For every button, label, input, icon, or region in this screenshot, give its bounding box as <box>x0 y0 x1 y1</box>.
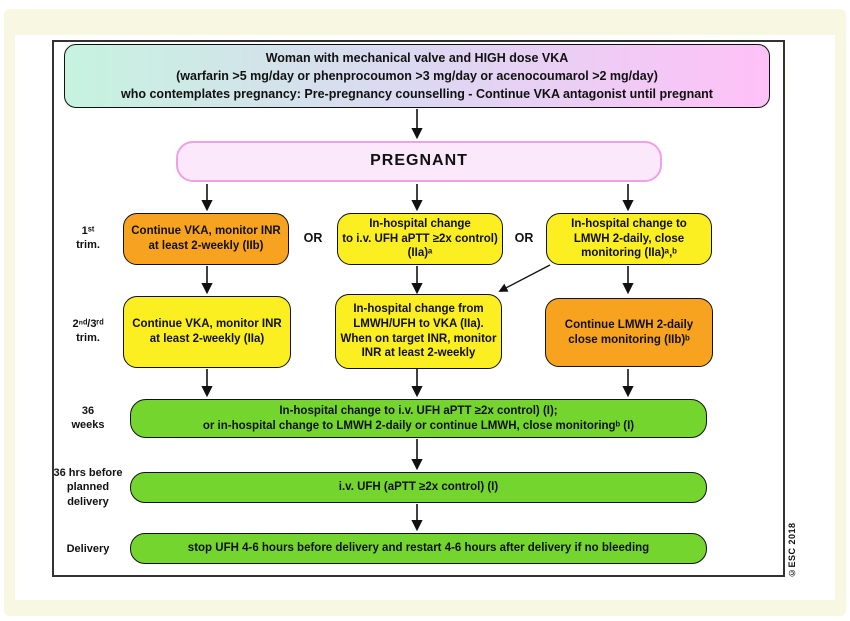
box-delivery: stop UFH 4-6 hours before delivery and r… <box>130 533 707 564</box>
title-box: Woman with mechanical valve and HIGH dos… <box>64 44 770 108</box>
box-trim1-lmwh-change: In-hospital change to LMWH 2-daily, clos… <box>546 213 712 265</box>
box-trim23-continue-vka: Continue VKA, monitor INR at least 2-wee… <box>123 296 291 368</box>
row-label-delivery: Delivery <box>66 543 110 555</box>
row-label-trim1: 1ˢᵗ trim. <box>76 225 100 252</box>
box-trim23-switch-to-vka: In-hospital change from LMWH/UFH to VKA … <box>335 294 502 369</box>
copyright-text: ©ESC 2018 <box>787 522 797 578</box>
box-trim1-continue-vka: Continue VKA, monitor INR at least 2-wee… <box>123 213 289 265</box>
box-36weeks: In-hospital change to i.v. UFH aPTT ≥2x … <box>130 399 707 438</box>
row-label-trim23: 2ⁿᵈ/3ʳᵈ trim. <box>72 318 104 345</box>
row-label-36weeks: 36 weeks <box>71 405 105 432</box>
or-label-2: OR <box>514 231 534 245</box>
pregnant-box: PREGNANT <box>176 141 662 182</box>
row-label-36hrs: 36 hrs before planned delivery <box>53 467 123 508</box>
box-trim1-ufh-change: In-hospital change to i.v. UFH aPTT ≥2x … <box>337 213 503 265</box>
box-36hrs-ufh: i.v. UFH (aPTT ≥2x control) (I) <box>130 472 707 503</box>
or-label-1: OR <box>303 231 323 245</box>
box-trim23-continue-lmwh: Continue LMWH 2-daily close monitoring (… <box>545 298 713 367</box>
